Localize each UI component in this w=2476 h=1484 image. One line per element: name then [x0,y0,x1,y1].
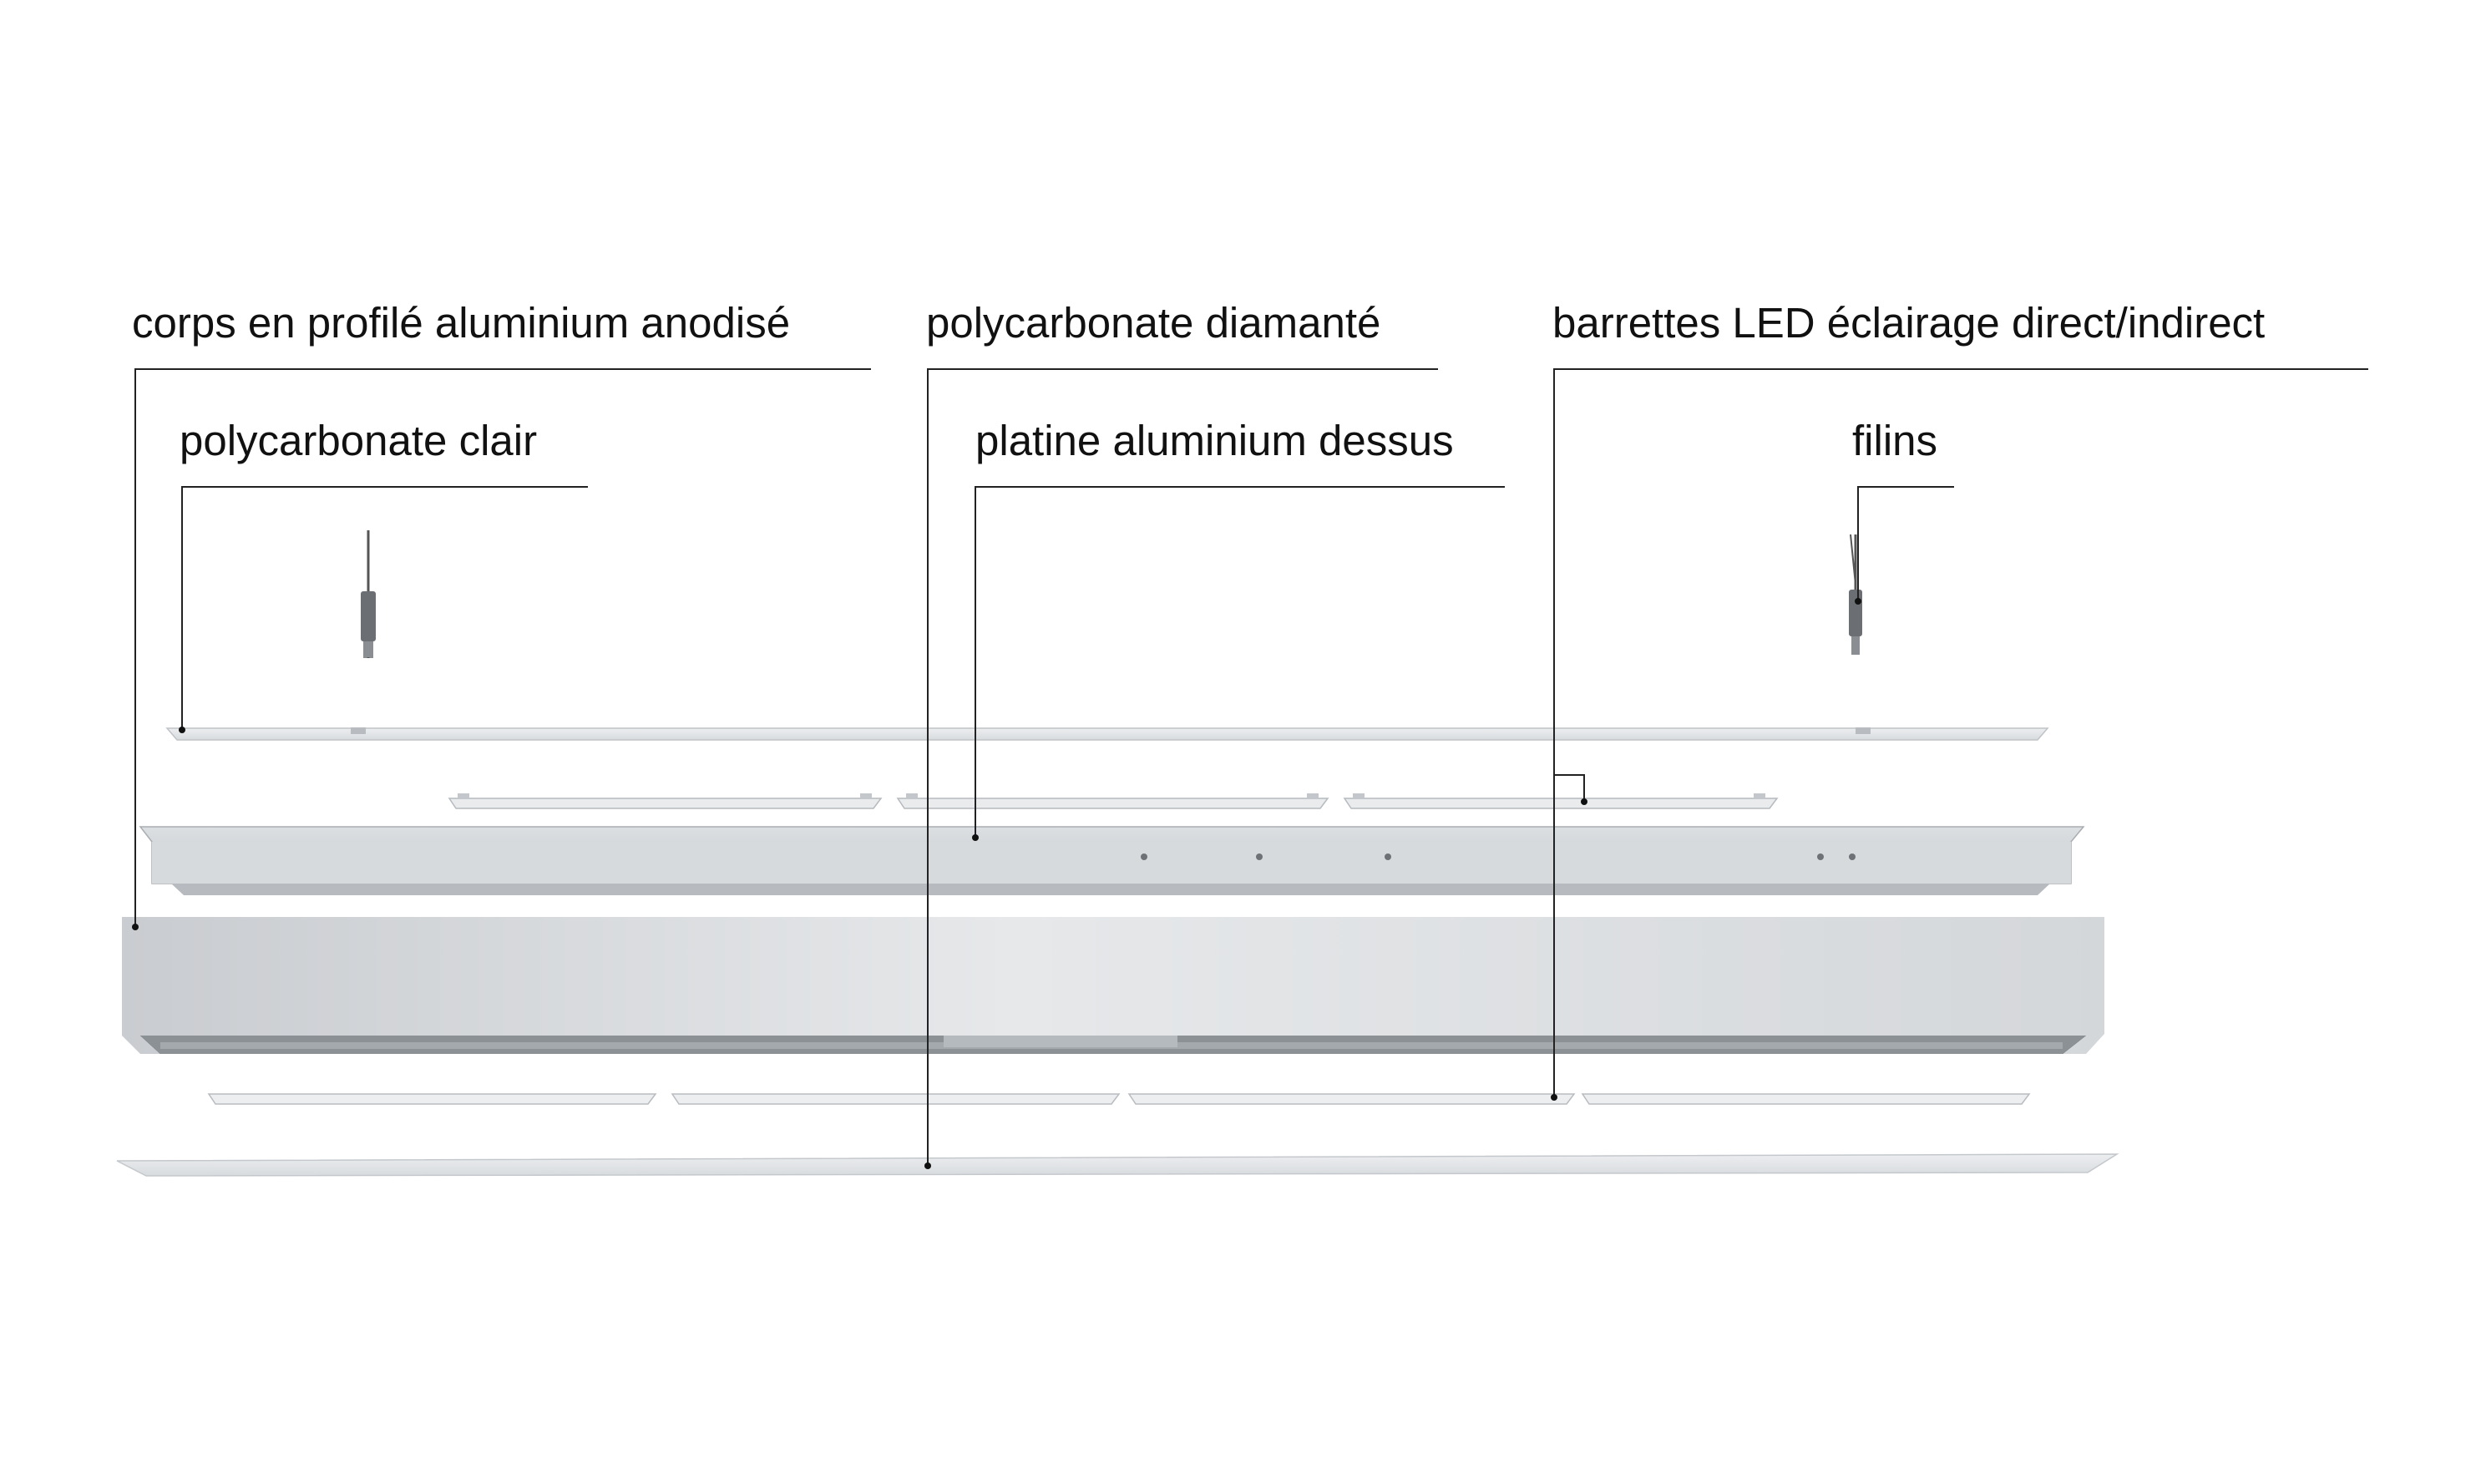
led-bars-lower [207,1093,2031,1105]
filin-left [361,530,376,658]
label-filins: filins [1852,417,1937,464]
polycarbonate-clair-part [165,727,2049,741]
label-corps: corps en profilé aluminium anodisé [132,299,790,347]
leader-filins [1855,486,1954,605]
filin-right [1849,534,1862,655]
leader-platine [972,486,1505,841]
platine-part [139,826,2085,895]
led-bars-upper [448,793,1779,809]
corps-part [122,917,2104,1054]
leader-barrettes-led [1551,368,2368,1101]
leader-corps [132,368,871,930]
leader-polycarbonate-clair [179,486,588,733]
label-platine: platine aluminium dessus [975,417,1454,464]
leader-polycarbonate-diamante [924,368,1438,1169]
label-polycarbonate-clair: polycarbonate clair [180,417,537,464]
polycarbonate-diamante-part [116,1153,2119,1177]
label-polycarbonate-diamante: polycarbonate diamanté [926,299,1380,347]
label-barrettes-led: barrettes LED éclairage direct/indirect [1552,299,2265,347]
